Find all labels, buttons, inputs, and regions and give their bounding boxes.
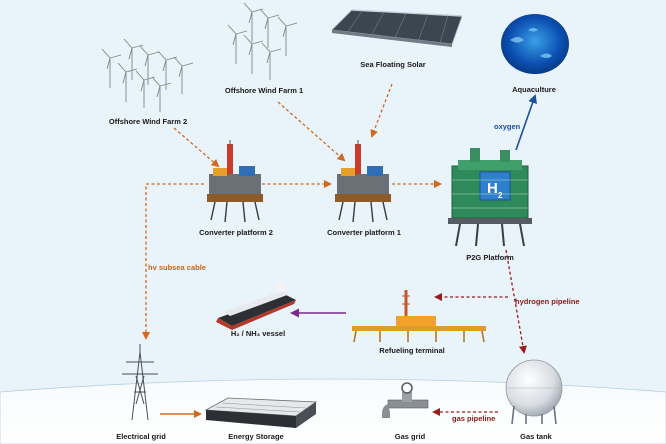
label-offshore-wind-farm-1: Offshore Wind Farm 1 xyxy=(224,86,304,95)
label-gas-tank: Gas tank xyxy=(520,432,552,441)
p2g-platform-icon xyxy=(448,148,532,247)
wind-farm-2-icon xyxy=(101,38,194,112)
converter-platform-2-icon xyxy=(207,140,263,223)
aquaculture-icon xyxy=(501,14,569,74)
converter-platform-1-icon xyxy=(335,140,391,223)
arrow-hv-subsea-cable xyxy=(142,183,204,340)
label-hv-subsea-cable: hv subsea cable xyxy=(148,263,206,272)
arrow-hydrogen-pipeline xyxy=(505,249,527,354)
arrow-oxygen-to-aquaculture xyxy=(515,94,537,151)
energy-storage-icon xyxy=(204,397,318,428)
label-offshore-wind-farm-2: Offshore Wind Farm 2 xyxy=(108,117,188,126)
label-p2g-platform: P2G Platform xyxy=(466,253,514,262)
arrow-windfarm2-to-converter2 xyxy=(173,127,220,168)
label-electrical-grid: Electrical grid xyxy=(116,432,166,441)
label-gas-grid: Gas grid xyxy=(394,432,426,441)
arrow-solar-to-converter1 xyxy=(370,83,393,138)
label-hydrogen-pipeline: hydrogen pipeline xyxy=(515,297,580,306)
label-converter-platform-2: Converter platform 2 xyxy=(199,228,273,237)
label-aquaculture: Aquaculture xyxy=(512,85,556,94)
vessel-icon xyxy=(216,280,296,330)
refueling-terminal-icon xyxy=(352,290,486,343)
label-refueling-terminal: Refueling terminal xyxy=(379,346,445,355)
gas-grid-icon xyxy=(382,382,429,418)
label-energy-storage: Energy Storage xyxy=(228,432,284,441)
h2-badge-subscript: 2 xyxy=(498,191,503,200)
label-sea-floating-solar: Sea Floating Solar xyxy=(360,60,426,69)
gas-tank-icon xyxy=(505,359,563,425)
h2-badge: H xyxy=(487,180,498,197)
label-gas-pipeline: gas pipeline xyxy=(452,414,496,423)
electrical-grid-icon xyxy=(122,344,158,421)
label-converter-platform-1: Converter platform 1 xyxy=(327,228,401,237)
floating-solar-icon xyxy=(331,9,463,47)
wind-farm-1-icon xyxy=(227,2,298,80)
label-vessel: H₂ / NH₃ vessel xyxy=(230,329,286,338)
arrow-windfarm1-to-converter1 xyxy=(277,101,346,162)
shore-ground xyxy=(0,378,666,444)
label-oxygen: oxygen xyxy=(494,122,521,131)
